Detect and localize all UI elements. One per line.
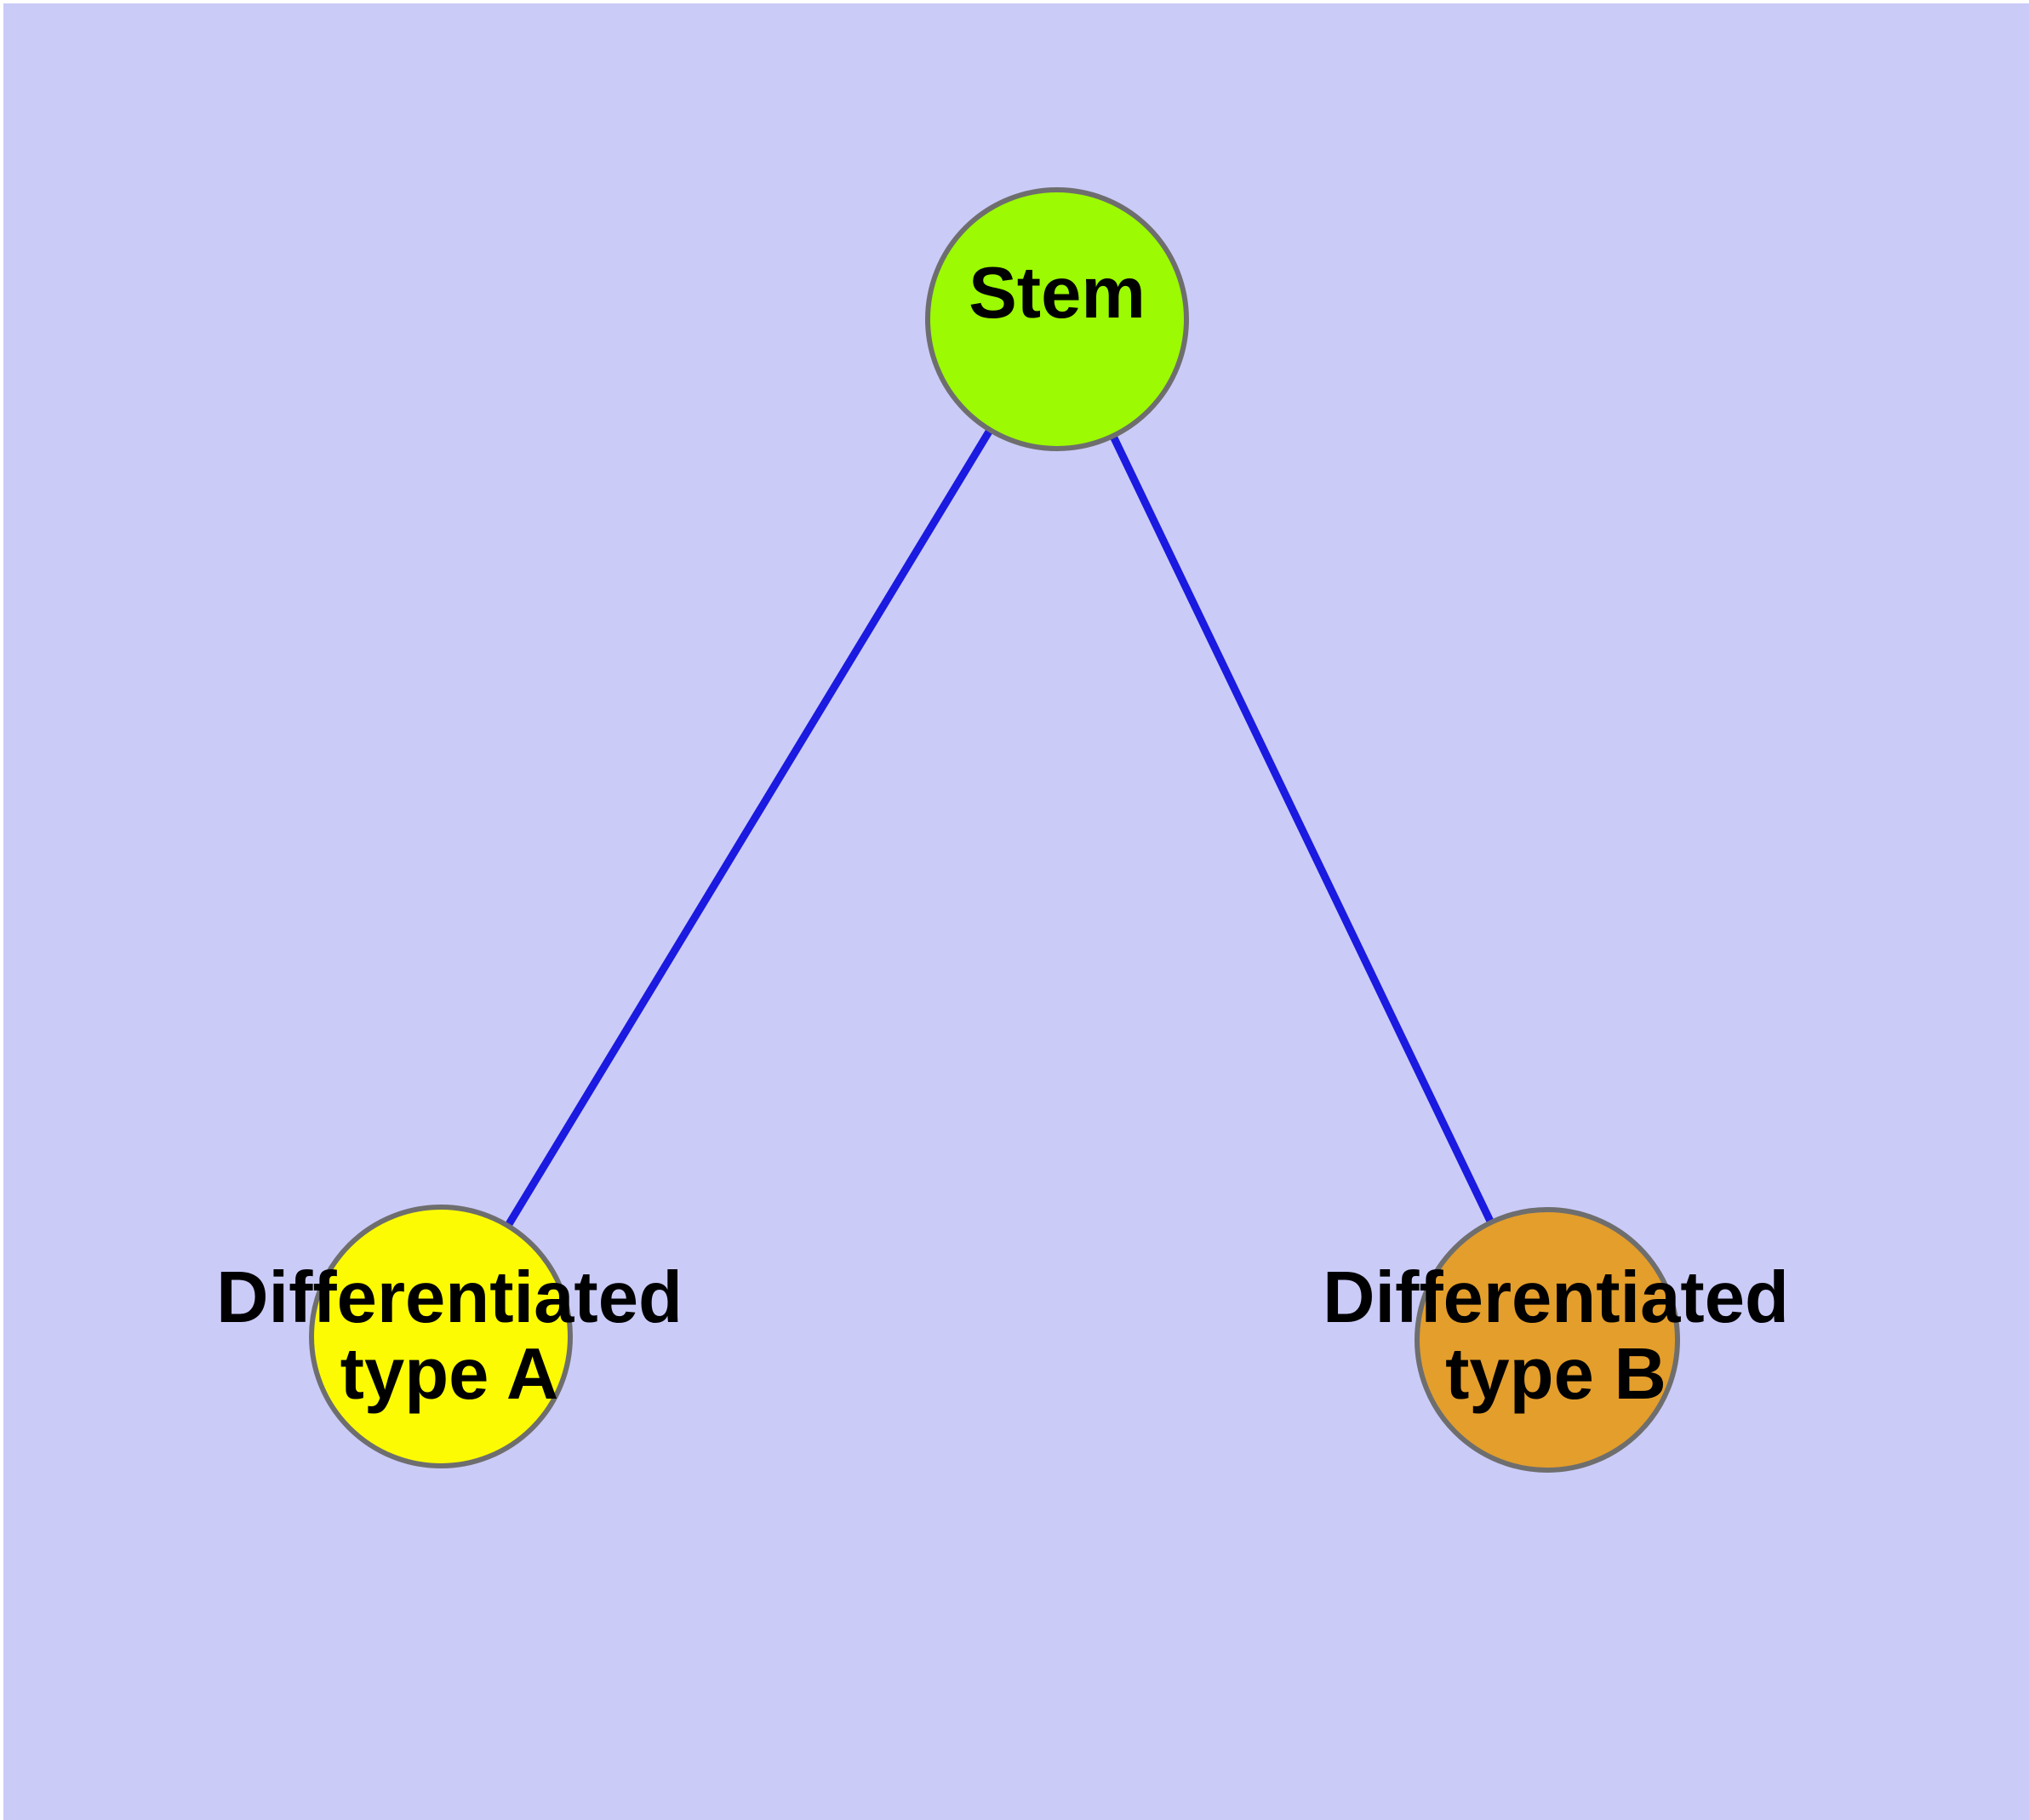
edge-stem-to-diff-b[interactable] xyxy=(1109,434,1495,1225)
node-differentiated-type-b[interactable] xyxy=(1415,1207,1680,1473)
node-differentiated-type-a[interactable] xyxy=(309,1205,573,1468)
node-layer xyxy=(309,187,1680,1473)
node-stem[interactable] xyxy=(925,187,1189,451)
edge-layer xyxy=(504,427,1495,1228)
edge-stem-to-diff-a[interactable] xyxy=(504,427,994,1228)
